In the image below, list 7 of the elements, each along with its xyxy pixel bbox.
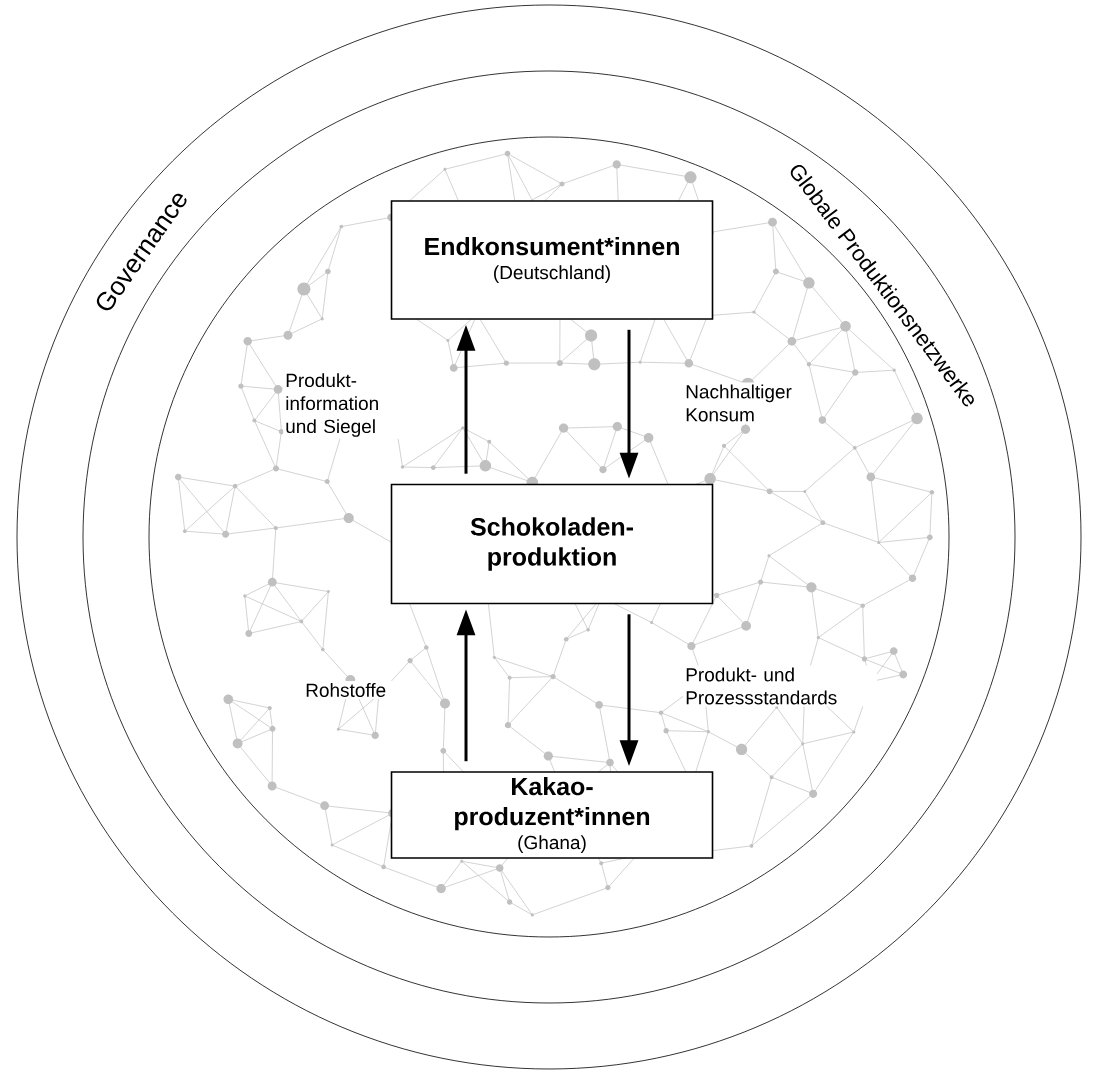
- edge-label: Produkt- und Prozessstandards: [683, 665, 878, 707]
- process-box: Kakao- produzent*innen (Ghana): [390, 771, 714, 859]
- process-box: Schokoladen- produktion: [390, 483, 714, 605]
- edge-label: Produkt- information und Siegel: [283, 371, 410, 439]
- edge-label: Nachhaltiger Konsum: [683, 382, 808, 424]
- edge-label: Rohstoffe: [303, 681, 428, 699]
- process-box: Endkonsument*innen (Deutschland): [390, 200, 714, 320]
